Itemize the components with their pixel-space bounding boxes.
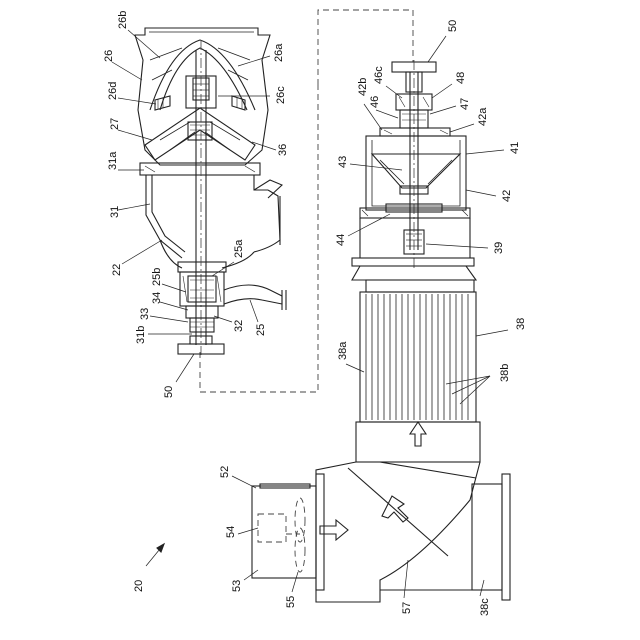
label-38c: 38c — [479, 598, 491, 616]
drive-assembly — [252, 60, 510, 602]
label-26d: 26d — [107, 82, 119, 100]
label-42: 42 — [501, 190, 513, 202]
label-38b: 38b — [499, 364, 511, 382]
label-39: 39 — [493, 242, 505, 254]
label-50-top: 50 — [447, 20, 459, 32]
label-36: 36 — [277, 144, 289, 156]
label-31b: 31b — [135, 326, 147, 344]
label-38a: 38a — [337, 341, 349, 360]
label-54: 54 — [225, 526, 237, 538]
reference-labels: 26b 26 26d 27 31a 31 22 25b 34 33 31b 50… — [103, 11, 527, 616]
label-31a: 31a — [107, 151, 119, 170]
label-31: 31 — [109, 206, 121, 218]
label-48: 48 — [455, 72, 467, 84]
label-26: 26 — [103, 50, 115, 62]
label-26a: 26a — [273, 43, 285, 62]
label-38: 38 — [515, 318, 527, 330]
label-47: 47 — [459, 98, 471, 110]
label-25b: 25b — [151, 268, 163, 286]
label-43: 43 — [337, 156, 349, 168]
label-33: 33 — [139, 308, 151, 320]
fan-55-icon — [286, 498, 305, 572]
label-32: 32 — [233, 320, 245, 332]
label-46: 46 — [369, 96, 381, 108]
label-20: 20 — [133, 580, 145, 592]
label-27: 27 — [109, 118, 121, 130]
label-52: 52 — [219, 466, 231, 478]
label-41: 41 — [509, 142, 521, 154]
label-42a: 42a — [477, 107, 489, 126]
separator-assembly — [135, 28, 286, 355]
label-26b: 26b — [117, 11, 129, 29]
label-55: 55 — [285, 596, 297, 608]
airflow-up-arrow — [410, 422, 426, 446]
label-57: 57 — [401, 602, 413, 614]
label-50-bottom: 50 — [163, 386, 175, 398]
label-26c: 26c — [275, 86, 287, 104]
label-22: 22 — [111, 264, 123, 276]
label-42b: 42b — [357, 78, 369, 96]
motor-fins — [366, 294, 468, 420]
label-44: 44 — [335, 234, 347, 246]
label-53: 53 — [231, 580, 243, 592]
label-25: 25 — [255, 324, 267, 336]
label-25a: 25a — [233, 239, 245, 258]
label-46c: 46c — [373, 66, 385, 84]
